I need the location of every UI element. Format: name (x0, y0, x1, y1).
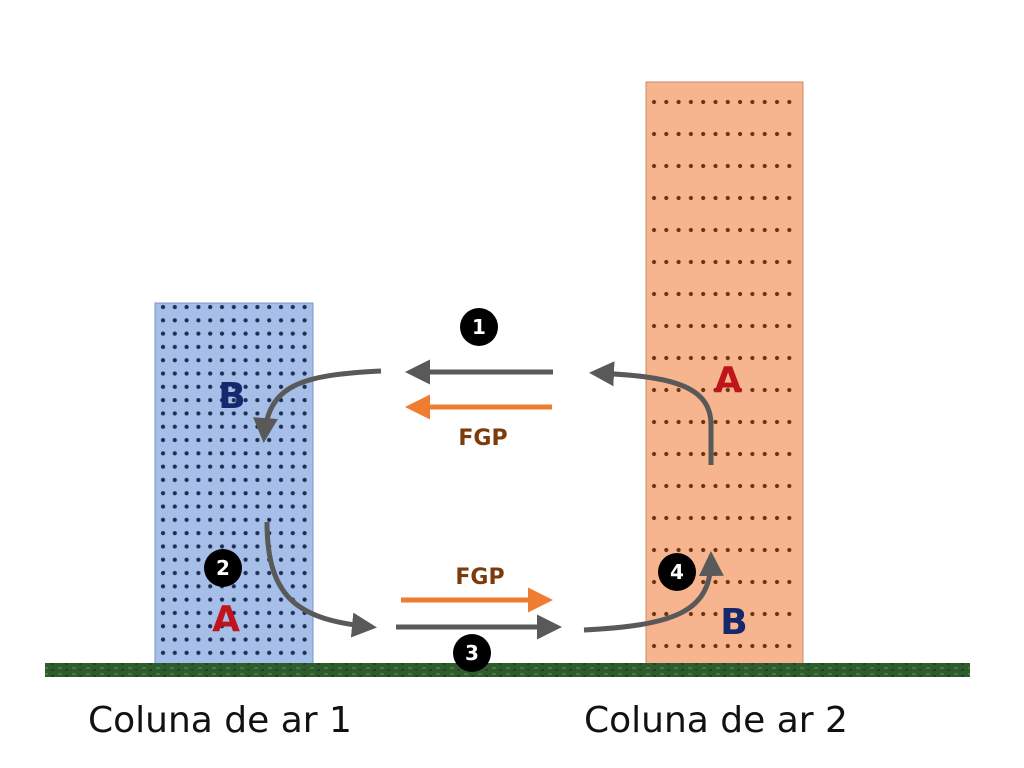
column-1-top-label: B (218, 376, 245, 417)
ground-strip (45, 663, 970, 677)
step-3-number: 3 (465, 641, 479, 665)
column-1-caption: Coluna de ar 1 (88, 700, 352, 741)
step-4-number: 4 (670, 560, 684, 584)
step-3-badge: 3 (453, 634, 491, 672)
column-2-top-label: A (714, 360, 742, 401)
lower-fgp-label: FGP (455, 565, 504, 590)
column-2-bottom-label: B (720, 602, 747, 643)
step-2-badge: 2 (204, 549, 242, 587)
upper-fgp-label: FGP (458, 426, 507, 451)
column-2-caption: Coluna de ar 2 (584, 700, 848, 741)
air-column-1 (154, 302, 314, 666)
descending-curve-arrow (253, 368, 382, 443)
upper-outflow-curve-arrow (589, 361, 714, 465)
step-2-number: 2 (216, 556, 230, 580)
rising-curve-arrow (583, 551, 724, 633)
surface-outflow-curve-arrow (264, 521, 377, 638)
column-1-bottom-label: A (212, 599, 240, 640)
step-1-badge: 1 (460, 308, 498, 346)
step-1-number: 1 (472, 315, 486, 339)
step-4-badge: 4 (658, 553, 696, 591)
air-column-1-dots (160, 303, 308, 658)
